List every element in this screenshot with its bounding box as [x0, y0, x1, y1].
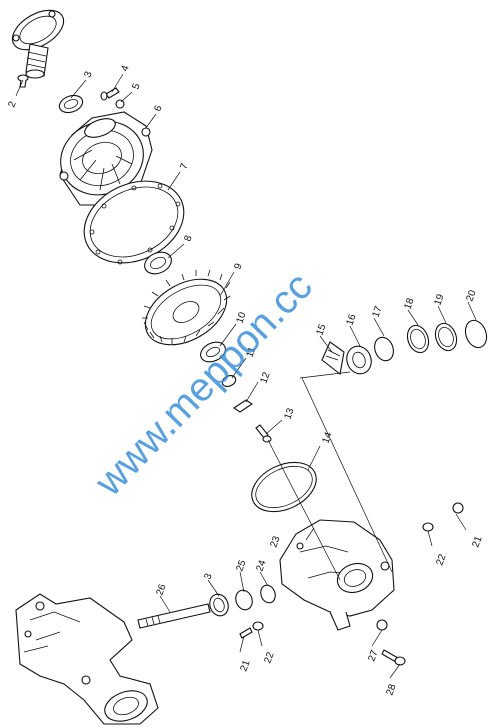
part-23-main-housing: [279, 519, 395, 631]
part-17-spacer: [374, 336, 394, 362]
callout-27: 27: [366, 648, 380, 663]
part-9-ring-gear: [142, 269, 231, 346]
part-8-bearing: [144, 251, 172, 275]
part-2-bolt: [17, 74, 29, 88]
callout-9: 9: [232, 262, 244, 271]
callout-numbers: 2 3 4 5 6 7 8 9 10 11 12 13 14 15 16 17 …: [6, 64, 484, 697]
part-12-plate: [233, 399, 253, 413]
callout-22-right: 22: [434, 552, 448, 567]
callout-19: 19: [432, 292, 446, 307]
part-24-bearing: [260, 584, 276, 604]
part-27-nut: [376, 619, 388, 631]
part-11-washer: [221, 375, 237, 387]
callout-25: 25: [234, 558, 248, 573]
part-28-bolt: [381, 649, 406, 666]
part-3-seal: [58, 94, 84, 114]
callout-28: 28: [384, 682, 398, 697]
part-22-washer-left: [252, 621, 264, 631]
callout-14: 14: [320, 430, 334, 445]
callout-11: 11: [244, 345, 258, 359]
callout-16: 16: [344, 312, 358, 327]
assembly-lines: [267, 371, 393, 581]
callout-22-left: 22: [262, 650, 276, 665]
part-18-ring: [406, 324, 430, 354]
part-14-o-ring: [251, 461, 317, 513]
part-21-bolt-right: [452, 502, 464, 514]
callout-15: 15: [314, 322, 328, 337]
callout-26: 26: [154, 582, 168, 597]
callout-8: 8: [182, 234, 194, 243]
callout-12: 12: [258, 370, 272, 385]
callout-13: 13: [282, 406, 296, 421]
leader-lines: [15, 73, 477, 679]
callout-3-top: 3: [82, 70, 94, 79]
part-25-ring: [235, 589, 253, 611]
callout-2: 2: [6, 100, 18, 109]
part-1-flange: [11, 9, 65, 79]
callout-23: 23: [268, 534, 282, 549]
callout-6: 6: [152, 104, 164, 113]
callout-17: 17: [370, 304, 384, 319]
callout-5: 5: [130, 82, 142, 91]
callout-21-right: 21: [470, 534, 484, 549]
part-19-seal: [434, 322, 458, 352]
callout-10: 10: [234, 310, 248, 325]
swing-arm-housing: [15, 593, 159, 725]
callout-3-lower: 3: [202, 572, 214, 581]
part-26-shaft: [137, 603, 211, 629]
part-3-seal-lower: [209, 593, 229, 617]
part-4-bolt: [100, 87, 120, 101]
part-21-bolt-left: [239, 627, 253, 639]
callout-21-left: 21: [238, 658, 252, 673]
part-10-bearing: [200, 341, 226, 363]
part-15-pinion: [321, 341, 345, 375]
part-5-nut: [115, 99, 125, 109]
part-16-bearing: [346, 345, 372, 375]
callout-20: 20: [464, 288, 478, 303]
callout-24: 24: [254, 558, 268, 573]
callout-4: 4: [119, 64, 131, 73]
part-13-bolt: [255, 424, 272, 443]
callout-7: 7: [178, 162, 190, 171]
callout-18: 18: [402, 296, 416, 311]
part-22-washer-right: [422, 522, 434, 532]
part-20-snap-ring: [464, 319, 488, 349]
